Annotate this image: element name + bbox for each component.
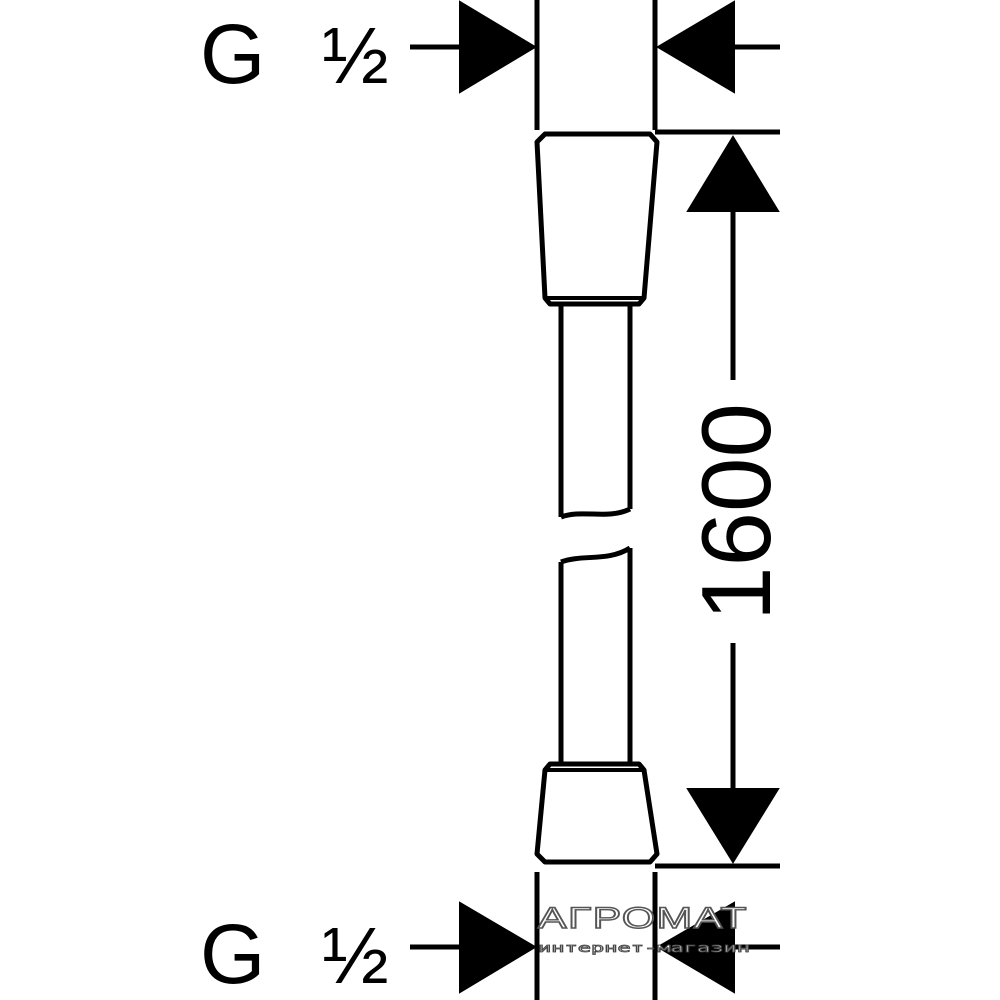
top-arrow-left (656, 0, 735, 94)
watermark-tagline: интернет-магазин (538, 941, 750, 955)
lower-nut (534, 761, 660, 865)
upper-break-line (560, 506, 632, 520)
top-thread-dimension: G ½ (200, 0, 780, 130)
lower-break-line (560, 545, 632, 565)
bottom-thread-letter: G (200, 907, 265, 1000)
top-thread-fraction: ½ (322, 11, 389, 100)
length-arrow-up (686, 135, 780, 212)
top-arrow-right (459, 0, 537, 94)
upper-nut (534, 131, 660, 307)
bottom-thread-fraction: ½ (322, 911, 389, 1000)
hose (534, 131, 660, 865)
bottom-thread-dimension: G ½ (200, 872, 780, 1000)
watermark-brand: АГРОМАТ (538, 902, 748, 935)
top-thread-letter: G (200, 7, 265, 101)
bottom-arrow-left (656, 901, 735, 994)
watermark: АГРОМАТ интернет-магазин (537, 901, 750, 955)
length-dimension: 1600 (655, 129, 791, 869)
length-arrow-down (686, 788, 780, 864)
length-dimension-value: 1600 (681, 403, 791, 621)
bottom-arrow-right (459, 901, 537, 994)
